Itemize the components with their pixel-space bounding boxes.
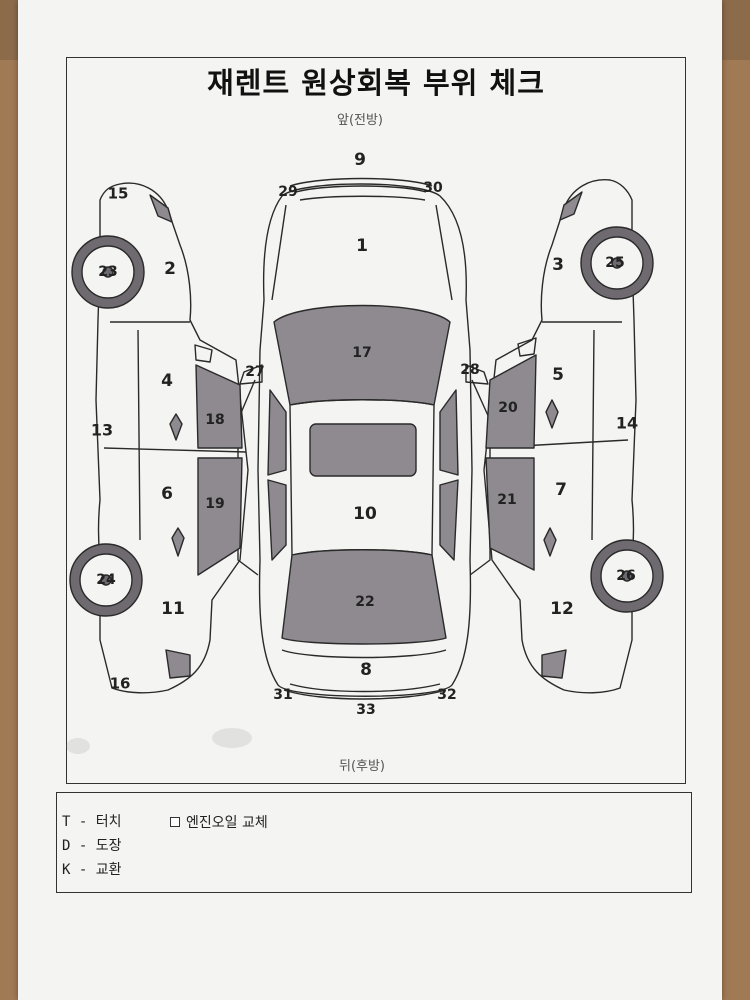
right-side-outline — [483, 179, 637, 694]
part-label-15: 15 — [108, 185, 129, 203]
side-window-right-rear — [439, 479, 459, 561]
right-rear-door-handle — [543, 527, 557, 557]
part-label-8: 8 — [360, 660, 372, 680]
part-label-12: 12 — [550, 599, 574, 619]
part-label-32: 32 — [437, 687, 456, 703]
part-label-11: 11 — [161, 599, 185, 619]
part-label-28: 28 — [460, 362, 479, 378]
part-label-21: 21 — [497, 492, 516, 508]
diagram-frame — [66, 57, 686, 784]
part-label-27: 27 — [245, 364, 264, 380]
part-label-23: 23 — [98, 264, 117, 280]
page-title: 재렌트 원상회복 부위 체크 — [207, 66, 545, 100]
part-label-3: 3 — [552, 255, 564, 275]
car-top-view — [237, 177, 491, 700]
side-window-left-front — [267, 389, 287, 476]
left-headlamp — [149, 194, 173, 223]
tires — [69, 226, 664, 617]
part-label-30: 30 — [423, 180, 443, 196]
tire-left-front — [71, 235, 145, 309]
part-label-33: 33 — [356, 702, 375, 718]
part-label-6: 6 — [161, 484, 173, 504]
front-bumper-inner — [295, 185, 427, 193]
part-label-25: 25 — [605, 255, 624, 271]
side-window-left-rear — [267, 479, 287, 561]
part-label-20: 20 — [498, 400, 518, 416]
hood-crease — [299, 195, 426, 201]
right-taillamp — [541, 649, 567, 679]
trunk-line — [281, 649, 447, 659]
right-pillar — [591, 329, 595, 541]
left-window-rear — [197, 457, 243, 576]
oil-change-row: 엔진오일 교체 — [170, 812, 268, 832]
paper-sheet — [18, 0, 722, 1000]
tire-right-rear — [590, 539, 664, 613]
mirror-right — [465, 364, 489, 385]
mirror-left — [239, 364, 263, 385]
part-label-16: 16 — [110, 675, 131, 693]
part-label-24: 24 — [96, 572, 116, 588]
legend-touch: T - 터치 — [62, 814, 122, 830]
part-label-4: 4 — [161, 371, 173, 391]
paper-smudge — [212, 728, 252, 748]
left-front-door-handle — [169, 413, 183, 441]
right-headlamp — [559, 191, 583, 221]
part-label-5: 5 — [552, 365, 564, 385]
right-side-mirror — [517, 337, 537, 357]
part-label-2: 2 — [164, 259, 176, 279]
part-label-13: 13 — [91, 421, 113, 440]
left-side-outline — [95, 182, 249, 694]
rear-bumper-inner — [289, 683, 441, 693]
rear-bumper — [283, 689, 447, 700]
legend-frame — [56, 792, 692, 893]
part-label-9: 9 — [354, 150, 366, 170]
oil-change-label: 엔진오일 교체 — [186, 815, 268, 831]
left-rear-door-handle — [171, 527, 185, 557]
part-label-22: 22 — [355, 594, 374, 610]
legend-replace: K - 교환 — [62, 862, 122, 878]
oil-change-checkbox[interactable] — [170, 817, 180, 827]
right-window-front — [485, 354, 537, 449]
left-pillar — [137, 329, 141, 541]
hood-line-left — [271, 204, 287, 301]
right-front-door-handle — [545, 399, 559, 429]
left-taillamp — [165, 649, 191, 679]
part-label-1: 1 — [356, 236, 368, 256]
left-side-mirror — [194, 344, 213, 363]
paper-smudge — [66, 738, 90, 754]
car-right-side-view — [483, 179, 637, 694]
tire-right-front — [580, 226, 654, 300]
part-label-26: 26 — [616, 568, 635, 584]
top-view-body-outline — [257, 183, 473, 697]
part-label-10: 10 — [353, 504, 377, 524]
hood-line-right — [435, 204, 453, 301]
rear-windshield — [281, 549, 447, 645]
legend-paint: D - 도장 — [62, 838, 122, 854]
front-bumper — [289, 177, 433, 187]
part-label-14: 14 — [616, 414, 638, 433]
sunroof — [309, 423, 417, 477]
tire-left-rear — [69, 543, 143, 617]
left-door-divider — [103, 447, 247, 453]
left-window-front — [195, 364, 243, 449]
front-direction-label: 앞(전방) — [336, 113, 384, 128]
part-label-31: 31 — [273, 687, 292, 703]
car-left-side-view — [95, 182, 249, 694]
part-label-19: 19 — [205, 496, 224, 512]
side-window-right-front — [439, 389, 459, 476]
part-label-7: 7 — [555, 480, 567, 500]
right-window-rear — [485, 457, 535, 571]
part-label-18: 18 — [205, 412, 224, 428]
part-label-17: 17 — [352, 345, 371, 361]
rear-direction-label: 뒤(후방) — [338, 759, 386, 774]
roof-panel — [289, 399, 435, 556]
part-label-29: 29 — [278, 184, 297, 200]
